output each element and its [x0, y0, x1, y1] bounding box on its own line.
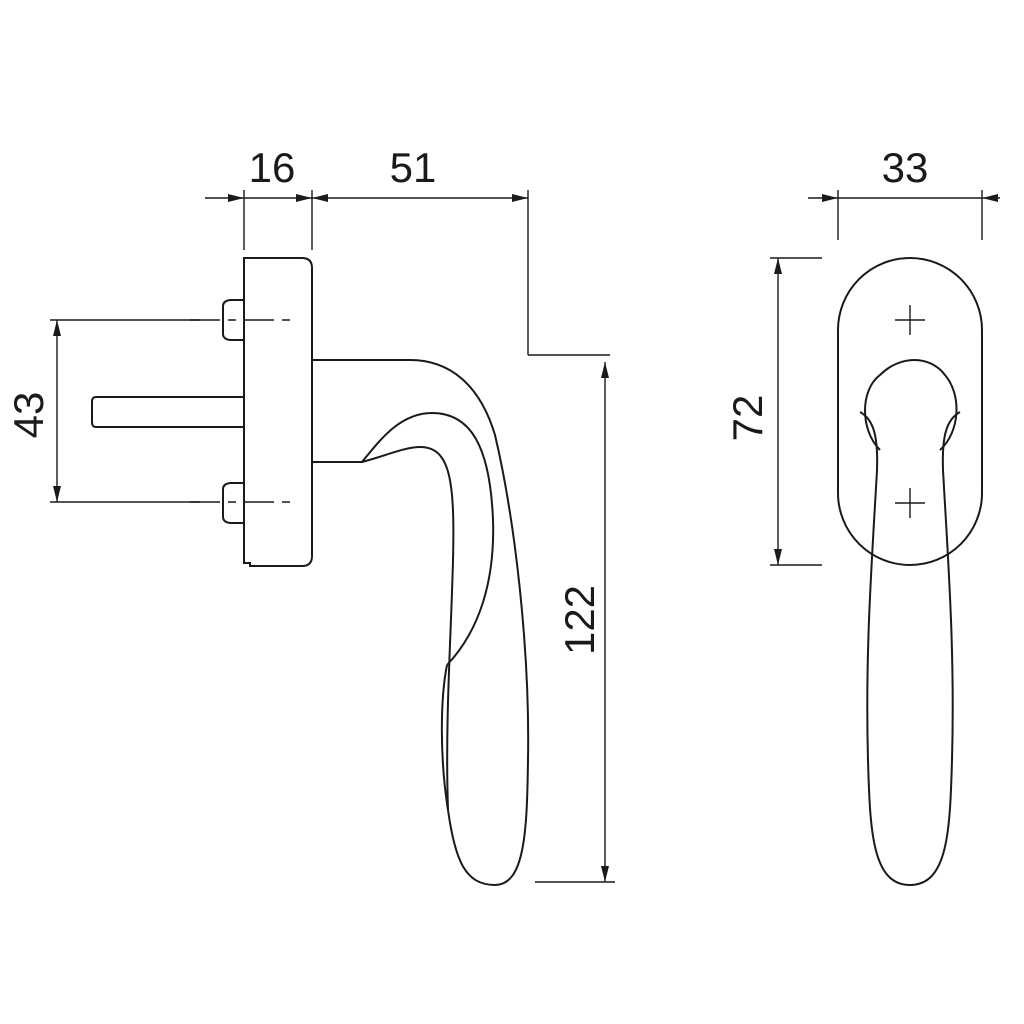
- screw-bottom: [222, 482, 244, 524]
- extension-lines-top: [205, 190, 610, 356]
- arrow: [601, 362, 609, 378]
- arrow: [296, 194, 312, 202]
- dim-43: 43: [5, 392, 52, 439]
- lever-front-left: [859, 411, 911, 886]
- screw-cross-top: [895, 305, 925, 335]
- arrow: [312, 194, 328, 202]
- arrow: [982, 194, 998, 202]
- extension-lines-122: [535, 362, 615, 883]
- arrow: [53, 320, 61, 336]
- extension-lines-43: [50, 319, 200, 503]
- arrow: [774, 549, 782, 565]
- arrow: [774, 258, 782, 274]
- screw-top: [222, 299, 244, 341]
- extension-lines-72: [770, 257, 822, 566]
- rose-front: [837, 257, 983, 566]
- lever-front-right: [909, 411, 961, 886]
- lever-neck: [864, 359, 958, 451]
- screw-cross-bottom: [895, 488, 925, 518]
- lever-inner-curve: [361, 411, 495, 666]
- front-view: [837, 257, 983, 886]
- arrow: [601, 866, 609, 882]
- arrow: [512, 194, 528, 202]
- dimension-lines: 16 51 122 43 33 72: [5, 144, 1000, 883]
- rose-plate: [243, 257, 313, 567]
- extension-lines-33: [808, 190, 1000, 240]
- lever-outline: [312, 359, 530, 887]
- spindle: [91, 396, 244, 428]
- dim-72: 72: [724, 395, 771, 442]
- dim-33: 33: [882, 144, 929, 191]
- dim-51: 51: [390, 144, 437, 191]
- arrow: [822, 194, 838, 202]
- arrow: [53, 486, 61, 502]
- lever-underside: [312, 445, 455, 811]
- side-view: [91, 257, 530, 887]
- arrow: [228, 194, 244, 202]
- dim-16: 16: [249, 144, 296, 191]
- dim-122: 122: [556, 585, 603, 655]
